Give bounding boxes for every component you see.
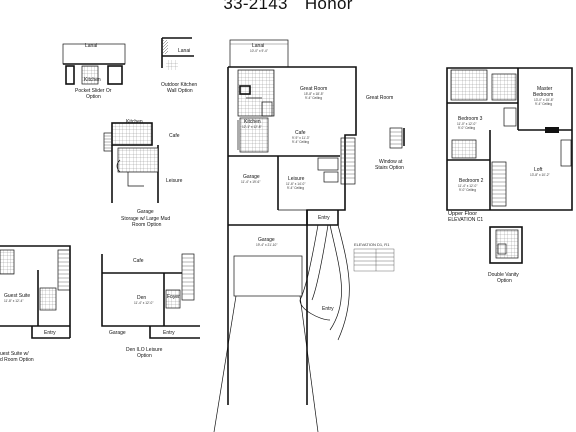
svg-text:9'-4" Ceiling: 9'-4" Ceiling <box>305 96 322 100</box>
svg-text:11'-6" x 14'-0": 11'-6" x 14'-0" <box>286 182 305 186</box>
outdoor-kitchen-option: Lanai Outdoor Kitchen Wall Option <box>161 37 197 94</box>
svg-text:9'-4" Ceiling: 9'-4" Ceiling <box>535 102 552 106</box>
den-cafe-label: Cafe <box>133 258 144 264</box>
den-den-label: Den <box>137 295 146 301</box>
upper-bedroom3-label: Bedroom 3 <box>458 116 483 122</box>
walk-entry-label: Entry <box>322 306 334 312</box>
guest-entry-label: Entry <box>44 330 56 336</box>
main-great-room-label: Great Room <box>300 86 327 92</box>
main-entry-label: Entry <box>318 215 330 221</box>
elevation-table: ELEVATION D1, R1 <box>353 242 395 272</box>
plan-title: 33-2143 Honor <box>0 0 576 14</box>
upper-master-label-2: Bedroom <box>533 92 553 98</box>
vanity-caption-2: Option <box>497 278 512 284</box>
svg-text:9'-4" Ceiling: 9'-4" Ceiling <box>292 140 309 144</box>
upper-bedroom2-label: Bedroom 2 <box>459 178 484 184</box>
den-foyer-label: Foyer <box>167 294 180 300</box>
pocket-kitchen-label: Kitchen <box>84 77 101 83</box>
svg-text:11'-4" x 12'-0": 11'-4" x 12'-0" <box>134 301 153 305</box>
guest-suite-option: Guest Suite 11'-8" x 12'-4" Entry uest S… <box>0 245 71 363</box>
window-caption-1: Window at <box>379 159 403 165</box>
svg-text:11'-4" x 19'-6": 11'-4" x 19'-6" <box>241 180 260 184</box>
window-caption-2: Stairs Option <box>375 165 404 171</box>
upper-master-label-1: Master <box>537 86 553 92</box>
mud-kitchen-label: Kitchen <box>126 119 143 125</box>
mud-leisure-label: Leisure <box>166 178 183 184</box>
svg-text:9'-0" Ceiling: 9'-0" Ceiling <box>459 188 476 192</box>
window-stairs-option: Great Room Window at Stairs Option <box>366 95 405 171</box>
pocket-caption-2: Option <box>86 94 101 100</box>
plan-number: 33-2143 <box>223 0 288 13</box>
main-leisure-label: Leisure <box>288 176 305 182</box>
svg-text:10'-0" x 9'-4": 10'-0" x 9'-4" <box>250 49 268 53</box>
upper-floor-caption-2: ELEVATION C1 <box>448 217 483 223</box>
plan-name: Honor <box>304 0 353 13</box>
outdoor-lanai-label: Lanai <box>178 48 190 54</box>
pocket-lanai-label: Lanai <box>85 43 97 49</box>
svg-text:11'-8" x 12'-4": 11'-8" x 12'-4" <box>4 299 23 303</box>
svg-text:9'-9" x 11'-3": 9'-9" x 11'-3" <box>292 136 310 140</box>
upper-floor-caption-1: Upper Floor <box>448 211 477 217</box>
double-vanity-option: Double Vanity Option <box>488 226 523 284</box>
den-garage-label: Garage <box>109 330 126 336</box>
svg-text:19'-4" x 21'-10": 19'-4" x 21'-10" <box>256 243 277 247</box>
den-caption-2: Option <box>137 353 152 359</box>
mud-caption-2: Room Option <box>132 222 162 228</box>
window-great-room-label: Great Room <box>366 95 393 101</box>
outdoor-caption-1: Outdoor Kitchen <box>161 82 197 88</box>
main-floor-plan: Lanai 10'-0" x 9'-4" Kitchen 12'-1" x 12… <box>213 39 357 432</box>
den-entry-label: Entry <box>163 330 175 336</box>
svg-text:9'-4" Ceiling: 9'-4" Ceiling <box>287 186 304 190</box>
svg-text:12'-1" x 12'-8": 12'-1" x 12'-8" <box>242 125 262 129</box>
svg-text:11'-0" x 12'-0": 11'-0" x 12'-0" <box>457 122 476 126</box>
svg-text:13'-0" x 15'-8": 13'-0" x 15'-8" <box>534 98 554 102</box>
svg-text:9'-0" Ceiling: 9'-0" Ceiling <box>458 126 475 130</box>
mud-garage-label: Garage <box>137 209 154 215</box>
svg-text:15'-8" x 18'-5": 15'-8" x 18'-5" <box>304 92 324 96</box>
pocket-slider-option: Lanai Kitchen Pocket Slider Or Option <box>62 43 126 100</box>
main-lanai-label: Lanai <box>252 43 264 49</box>
outdoor-caption-2: Wall Option <box>167 88 193 94</box>
mud-room-option: Kitchen Cafe Leisure Garage Storage w/ L… <box>103 119 183 228</box>
pocket-caption-1: Pocket Slider Or <box>75 88 112 94</box>
main-garage-small-label: Garage <box>243 174 260 180</box>
main-garage-label: Garage <box>258 237 275 243</box>
svg-text:11'-4" x 12'-0": 11'-4" x 12'-0" <box>458 184 477 188</box>
den-caption-1: Den ILO Leisure <box>126 347 163 353</box>
mud-caption-1: Storage w/ Large Mud <box>121 216 170 222</box>
den-option: Cafe Den 11'-4" x 12'-0" Foyer Garage En… <box>101 253 200 359</box>
mud-cafe-label: Cafe <box>169 133 180 139</box>
guest-suite-label: Guest Suite <box>4 293 30 299</box>
elevation-table-title: ELEVATION D1, R1 <box>354 242 390 247</box>
guest-caption-1: uest Suite w/ <box>0 351 29 357</box>
upper-floor-plan: Master Bedroom 13'-0" x 15'-8" 9'-4" Cei… <box>446 67 573 223</box>
svg-text:13'-8" x 10'-2": 13'-8" x 10'-2" <box>530 173 550 177</box>
guest-caption-2: d Room Option <box>0 357 34 363</box>
vanity-caption-1: Double Vanity <box>488 272 519 278</box>
main-cafe-label: Cafe <box>295 130 306 136</box>
upper-loft-label: Loft <box>534 167 543 173</box>
main-kitchen-label: Kitchen <box>244 119 261 125</box>
